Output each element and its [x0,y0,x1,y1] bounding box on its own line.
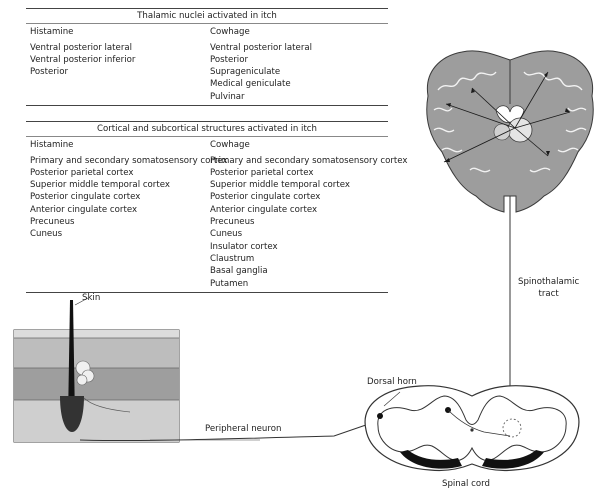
skin-label: Skin [82,293,101,303]
column-header: Histamine [30,140,74,151]
cowhage-column: Cowhage Ventral posterior lateral Poster… [210,26,388,103]
spinal-cord-label: Spinal cord [442,479,490,489]
table-top-rule [26,121,388,122]
column-header: Cowhage [210,27,250,38]
table-cell: Pulvinar [210,91,245,102]
table-cell: Precuneus [210,217,255,228]
table-cell: Primary and secondary somatosensory cort… [210,155,408,166]
histamine-column: Histamine Primary and secondary somatose… [26,139,228,290]
table-cell: Suprageniculate [210,67,281,78]
histamine-column: Histamine Ventral posterior lateral Vent… [26,26,210,103]
table-caption: Cortical and subcortical structures acti… [97,124,317,134]
peripheral-neuron-line [79,415,393,442]
table-cell: Putamen [210,278,249,289]
table-cell: Ventral posterior inferior [30,54,136,65]
tract-label-line1: Spinothalamic [518,277,580,287]
table-cell: Superior middle temporal cortex [30,180,170,191]
table-bottom-rule [26,291,388,293]
table-cell: Anterior cingulate cortex [30,204,138,215]
table-cell: Basal ganglia [210,266,268,277]
table-caption: Thalamic nuclei activated in itch [137,11,277,21]
peripheral-neuron-label: Peripheral neuron [205,424,282,434]
table-cell: Posterior parietal cortex [210,167,314,178]
table-cell: Posterior cingulate cortex [210,192,321,203]
table-cell: Precuneus [30,217,75,228]
cowhage-column: Cowhage Primary and secondary somatosens… [210,139,408,290]
table-bottom-rule [26,105,388,107]
skin-section [13,300,180,443]
spinothalamic-tract-label: Spinothalamic tract [518,276,579,300]
table-header-rule [26,23,388,25]
table-cell: Cuneus [30,229,63,240]
dorsal-horn-label: Dorsal horn [367,377,417,387]
table-cell: Claustrum [210,253,255,264]
table-cell: Posterior cingulate cortex [30,192,141,203]
cortical-structures-table: Cortical and subcortical structures acti… [26,121,408,293]
table-cell: Posterior [210,54,248,65]
column-header: Cowhage [210,140,250,151]
table-cell: Primary and secondary somatosensory cort… [30,155,228,166]
table-cell: Superior middle temporal cortex [210,180,350,191]
table-cell: Ventral posterior lateral [30,42,133,53]
table-cell: Anterior cingulate cortex [210,204,318,215]
brain-coronal-section [426,50,594,213]
table-cell: Posterior parietal cortex [30,167,134,178]
table-cell: Ventral posterior lateral [210,42,313,53]
thalamic-nuclei-table: Thalamic nuclei activated in itch Histam… [26,8,388,107]
column-header: Histamine [30,27,74,38]
table-cell: Medical geniculate [210,79,291,90]
spinal-cord-section [364,385,580,472]
table-cell: Cuneus [210,229,243,240]
table-cell: Insulator cortex [210,241,278,252]
tract-label-line2: tract [538,289,559,299]
table-top-rule [26,8,388,9]
table-cell: Posterior [30,67,68,78]
table-header-rule [26,136,388,138]
